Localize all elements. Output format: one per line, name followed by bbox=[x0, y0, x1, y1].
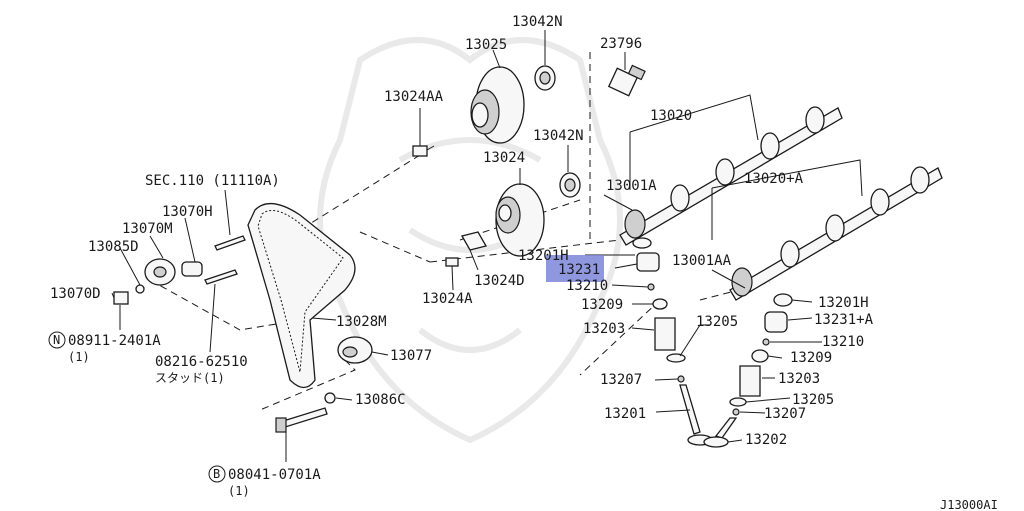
label-08216-note: スタッド(1) bbox=[155, 371, 225, 385]
label-13207-left[interactable]: 13207 bbox=[600, 372, 642, 388]
leader-lines bbox=[111, 30, 863, 462]
label-13210-left[interactable]: 13210 bbox=[566, 278, 608, 294]
label-13001AA[interactable]: 13001AA bbox=[672, 253, 732, 269]
label-08911[interactable]: 08911-2401A bbox=[68, 333, 161, 349]
label-08216[interactable]: 08216-62510 bbox=[155, 354, 248, 370]
label-13203-left[interactable]: 13203 bbox=[583, 321, 625, 337]
valve-train-right bbox=[703, 293, 793, 448]
label-13201H-right[interactable]: 13201H bbox=[818, 295, 869, 311]
washer-13086C bbox=[324, 392, 336, 404]
bolt-13024AA bbox=[412, 145, 435, 157]
bracket-13024D bbox=[445, 231, 487, 267]
label-13025[interactable]: 13025 bbox=[465, 37, 507, 53]
marker-b: B bbox=[208, 465, 226, 483]
label-13085D[interactable]: 13085D bbox=[88, 239, 139, 255]
marker-b-letter: B bbox=[213, 467, 220, 481]
sensor-23796 bbox=[607, 64, 646, 97]
label-sec110[interactable]: SEC.110 (11110A) bbox=[145, 173, 280, 189]
label-13020A[interactable]: 13020+A bbox=[744, 171, 804, 187]
label-13001A[interactable]: 13001A bbox=[606, 178, 657, 194]
bolt-08041 bbox=[275, 407, 328, 433]
label-08041-qty: (1) bbox=[228, 484, 250, 498]
label-13042N-upper[interactable]: 13042N bbox=[512, 14, 563, 30]
label-13231A[interactable]: 13231+A bbox=[814, 312, 874, 328]
label-13205-upper[interactable]: 13205 bbox=[696, 314, 738, 330]
label-13070M[interactable]: 13070M bbox=[122, 221, 173, 237]
label-13028M[interactable]: 13028M bbox=[336, 314, 387, 330]
label-13070D[interactable]: 13070D bbox=[50, 286, 101, 302]
camshaft-13020A bbox=[729, 166, 943, 301]
part-labels: 13042N 13025 23796 13024AA 13020 13042N … bbox=[50, 14, 998, 511]
label-08041[interactable]: 08041-0701A bbox=[228, 467, 321, 483]
label-13201H-left[interactable]: 13201H bbox=[518, 248, 569, 264]
idler-13077 bbox=[337, 336, 373, 364]
timing-belt-13028M bbox=[247, 203, 356, 389]
label-13020[interactable]: 13020 bbox=[650, 108, 692, 124]
label-13086C[interactable]: 13086C bbox=[355, 392, 406, 408]
label-13209-left[interactable]: 13209 bbox=[581, 297, 623, 313]
label-13202[interactable]: 13202 bbox=[745, 432, 787, 448]
label-13203-right[interactable]: 13203 bbox=[778, 371, 820, 387]
label-13077[interactable]: 13077 bbox=[390, 348, 432, 364]
highlight-13231 bbox=[546, 255, 604, 282]
label-13042N-lower[interactable]: 13042N bbox=[533, 128, 584, 144]
label-08911-qty: (1) bbox=[68, 350, 90, 364]
label-13024A[interactable]: 13024A bbox=[422, 291, 473, 307]
diagram-reference-code: J13000AI bbox=[940, 498, 998, 511]
label-13024[interactable]: 13024 bbox=[483, 150, 525, 166]
seal-13042N-lower bbox=[559, 172, 581, 198]
label-13205-lower[interactable]: 13205 bbox=[792, 392, 834, 408]
label-13201[interactable]: 13201 bbox=[604, 406, 646, 422]
label-13024AA[interactable]: 13024AA bbox=[384, 89, 444, 105]
sprocket-13024 bbox=[495, 183, 545, 257]
sprocket-13025 bbox=[470, 66, 525, 144]
valve-train-left bbox=[632, 237, 713, 446]
label-13210-right[interactable]: 13210 bbox=[822, 334, 864, 350]
marker-n: N bbox=[48, 331, 66, 349]
label-13209-right[interactable]: 13209 bbox=[790, 350, 832, 366]
camshaft-13020 bbox=[619, 106, 843, 246]
marker-n-letter: N bbox=[53, 333, 60, 347]
label-13207-right[interactable]: 13207 bbox=[764, 406, 806, 422]
label-23796[interactable]: 23796 bbox=[600, 36, 642, 52]
seal-13042N-upper bbox=[534, 65, 556, 91]
label-13024D[interactable]: 13024D bbox=[474, 273, 525, 289]
label-13070H[interactable]: 13070H bbox=[162, 204, 213, 220]
label-13231[interactable]: 13231 bbox=[558, 262, 600, 278]
